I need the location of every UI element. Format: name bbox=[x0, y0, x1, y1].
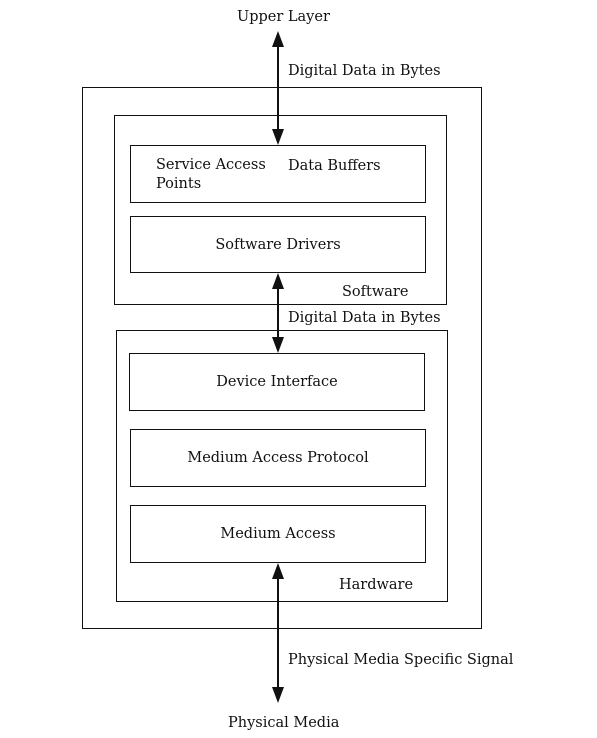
medium-access-box: Medium Access bbox=[130, 505, 426, 563]
software-drivers-label: Software Drivers bbox=[215, 236, 341, 253]
medium-access-protocol-box: Medium Access Protocol bbox=[130, 429, 426, 487]
software-drivers-box: Software Drivers bbox=[130, 216, 426, 273]
physical-media-label: Physical Media bbox=[228, 715, 340, 731]
medium-access-label: Medium Access bbox=[220, 526, 336, 542]
device-interface-box: Device Interface bbox=[129, 353, 425, 411]
sap-label-line1: Service Access bbox=[156, 157, 266, 173]
sap-label-line2: Points bbox=[156, 176, 202, 192]
arrowhead-lower-bottom bbox=[272, 687, 284, 703]
arrowhead-mid-top bbox=[272, 273, 284, 289]
software-group-label: Software bbox=[342, 284, 409, 300]
medium-access-protocol-label: Medium Access Protocol bbox=[187, 450, 369, 466]
arrowhead-lower-top bbox=[272, 563, 284, 579]
upper-layer-label: Upper Layer bbox=[237, 9, 330, 25]
arrowhead-mid-bottom bbox=[272, 337, 284, 353]
device-interface-label: Device Interface bbox=[216, 374, 338, 390]
data-buffers-label: Data Buffers bbox=[288, 158, 381, 174]
digital-data-mid-label: Digital Data in Bytes bbox=[288, 310, 441, 326]
hardware-group-label: Hardware bbox=[339, 577, 414, 593]
arrowhead-upper-top bbox=[272, 31, 284, 47]
physical-signal-label: Physical Media Specific Signal bbox=[288, 652, 514, 668]
arrowhead-upper-bottom bbox=[272, 129, 284, 145]
digital-data-top-label: Digital Data in Bytes bbox=[288, 63, 441, 79]
sap-data-buffers-box bbox=[130, 145, 426, 203]
